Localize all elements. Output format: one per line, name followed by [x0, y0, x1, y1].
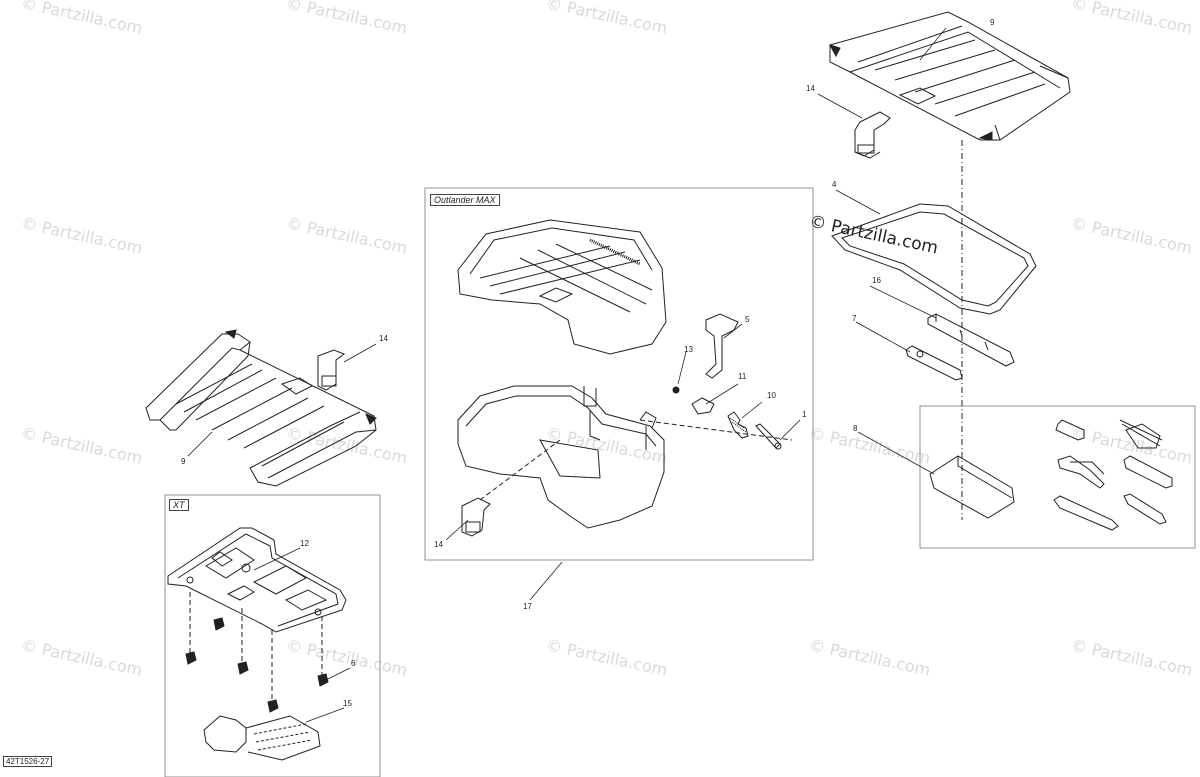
max-bottom-basin [457, 385, 665, 529]
clip-part-11 [691, 397, 715, 415]
xt-plate [167, 527, 347, 633]
rear-rack-top-right [828, 11, 1071, 141]
xt-label: XT [169, 499, 189, 511]
callout-13: 13 [684, 345, 693, 354]
callout-14-left: 14 [379, 334, 388, 343]
callout-10: 10 [767, 391, 776, 400]
callout-11: 11 [738, 372, 747, 381]
callout-16: 16 [872, 276, 881, 285]
bracket-center [461, 497, 491, 537]
callout-15: 15 [343, 699, 352, 708]
bracket-top-right [854, 111, 891, 159]
rear-rack-left [145, 329, 377, 487]
callout-17: 17 [523, 602, 532, 611]
figure-reference: 42T1526-27 [3, 756, 53, 767]
ball-part-13 [672, 386, 680, 394]
xt-fasteners [185, 592, 329, 713]
outlander-max-box [424, 187, 814, 561]
max-top-tray [457, 219, 667, 355]
callout-5: 5 [745, 315, 750, 324]
callout-9-top: 9 [990, 18, 995, 27]
callout-14-center: 14 [434, 540, 443, 549]
pin-part-1 [755, 423, 782, 450]
wrench-part-7 [905, 345, 963, 381]
tool-kit-box [919, 405, 1196, 549]
tool-bag [929, 455, 1015, 519]
outlander-max-label: Outlander MAX [430, 194, 500, 206]
bracket-left [317, 349, 346, 391]
callout-9-left: 9 [181, 457, 186, 466]
callout-1: 1 [802, 410, 807, 419]
tool-kit-items [1053, 419, 1173, 531]
callout-14-top: 14 [806, 84, 815, 93]
callout-8: 8 [853, 424, 858, 433]
callout-12: 12 [300, 539, 309, 548]
tubular-frame [831, 203, 1037, 315]
latch-part-5 [705, 313, 739, 379]
support-bar [927, 313, 1015, 367]
callout-4: 4 [832, 180, 837, 189]
xt-part-15 [203, 715, 321, 761]
xt-box [164, 494, 381, 777]
leader-lines [187, 27, 947, 723]
callout-6: 6 [351, 659, 356, 668]
callout-7: 7 [852, 314, 857, 323]
